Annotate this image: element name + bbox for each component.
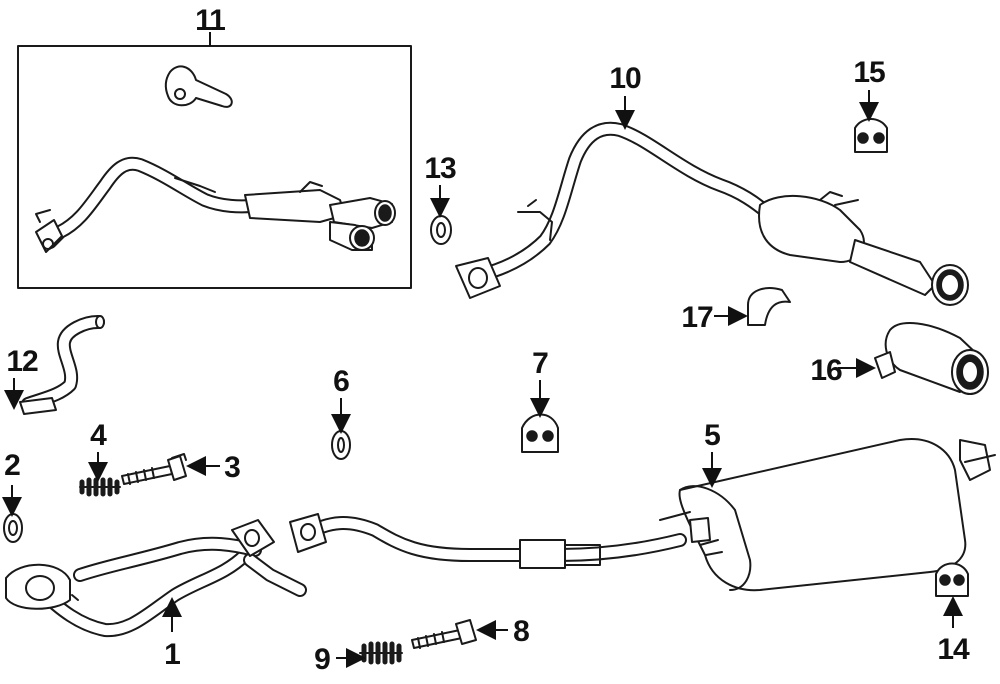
part-5-center-pipe-muffler: [289, 438, 996, 592]
part-14-hanger: [935, 562, 969, 597]
part-16-tail-tip: [874, 322, 989, 395]
part-13-gasket: [430, 215, 452, 245]
callout-15: 15: [853, 56, 885, 89]
callout-4: 4: [90, 419, 107, 452]
callout-2: 2: [4, 449, 20, 482]
part-2-gasket: [3, 513, 23, 543]
callout-13: 13: [424, 152, 456, 185]
callout-arrows: [2, 90, 963, 668]
callout-9: 9: [314, 643, 330, 676]
callout-17: 17: [681, 301, 713, 334]
part-12-pipe: [19, 315, 105, 415]
part-1-front-pipe: [5, 519, 307, 638]
callout-labels: 1 2 3 4 5 6 7 8 9 10 11 12 13 14 15 16 1…: [4, 4, 971, 676]
callout-3: 3: [224, 451, 240, 484]
part-9-spring: [359, 641, 403, 665]
part-11-inset-box: [17, 45, 412, 289]
part-4-spring: [79, 477, 121, 497]
part-8-bolt: [411, 619, 477, 649]
callout-10: 10: [609, 62, 641, 95]
callout-12: 12: [6, 345, 38, 378]
part-17-clamp: [747, 287, 791, 326]
callout-1: 1: [164, 638, 180, 671]
part-10-rear-pipe: [455, 121, 969, 306]
callout-8: 8: [513, 615, 529, 648]
part-6-gasket: [331, 430, 351, 460]
part-11-tailpipe-assembly: [17, 32, 412, 289]
callout-7: 7: [532, 347, 548, 380]
part-3-bolt: [121, 453, 187, 485]
callout-5: 5: [704, 419, 720, 452]
part-15-hanger: [854, 118, 888, 153]
callout-11: 11: [195, 4, 225, 37]
part-7-hanger: [521, 413, 559, 453]
callout-16: 16: [810, 354, 842, 387]
callout-14: 14: [937, 633, 970, 666]
callout-6: 6: [333, 365, 349, 398]
